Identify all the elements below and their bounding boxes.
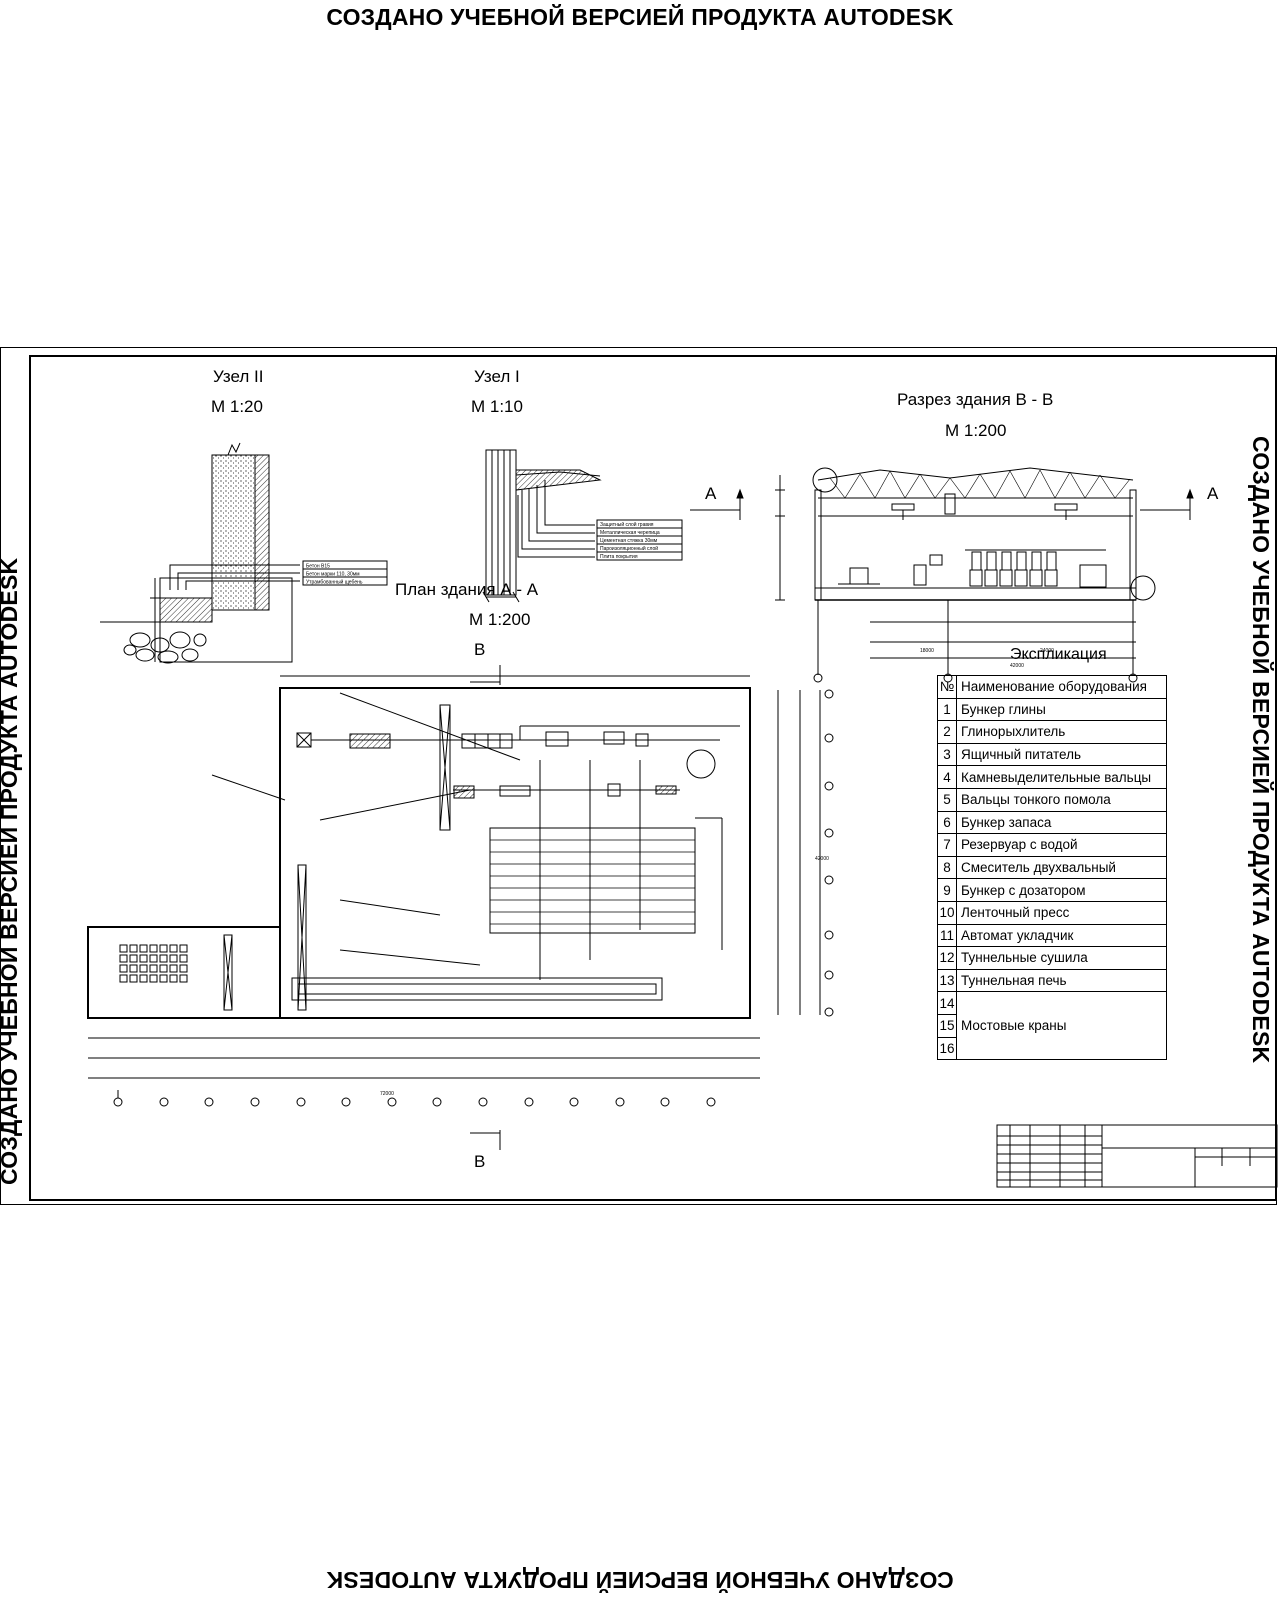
plan-scale: М 1:200 — [469, 610, 531, 629]
row-num: 2 — [937, 720, 957, 744]
node1-detail: Защитный слой гравия Металлическая череп… — [482, 449, 683, 603]
row-num: 14 — [937, 991, 957, 1015]
row-num: 1 — [937, 697, 957, 722]
cut-mark-a-left: А — [705, 484, 717, 503]
svg-text:Плита покрытия: Плита покрытия — [600, 554, 638, 560]
row-name: Смеситель двухвальный — [956, 855, 1167, 880]
header-num: № — [937, 675, 957, 699]
section-dim-left: 18000 — [920, 648, 934, 654]
section-dim-overall: 42000 — [1010, 663, 1024, 669]
plan-aa: 72000 42000 — [87, 665, 834, 1150]
plan-dim-overall: 72000 — [380, 1091, 394, 1097]
row-num: 8 — [937, 855, 957, 880]
row-num: 12 — [937, 946, 957, 970]
plan-title: План здания А - А — [395, 580, 539, 599]
row-num: 3 — [937, 742, 957, 767]
row-name: Камневыделительные вальцы — [956, 765, 1167, 789]
row-name-merged: Мостовые краны — [956, 991, 1167, 1061]
cut-mark-b-bottom: В — [474, 1152, 486, 1171]
watermark-top: СОЗДАНО УЧЕБНОЙ ВЕРСИЕЙ ПРОДУКТА AUTODES… — [326, 4, 954, 30]
node2-detail: Бетон В15 Бетон марки 110, 30мм Утрамбов… — [100, 442, 388, 664]
row-name: Вальцы тонкого помола — [956, 787, 1167, 812]
section-scale: М 1:200 — [945, 421, 1007, 440]
svg-text:Пароизоляционный слой: Пароизоляционный слой — [600, 545, 658, 552]
explication-header: № Наименование оборудования — [937, 675, 1167, 699]
row-num: 5 — [937, 787, 957, 812]
row-name: Бункер с дозатором — [956, 878, 1167, 902]
node2-scale: М 1:20 — [211, 397, 263, 416]
row-name: Туннельные сушила — [956, 946, 1167, 970]
explication-title: Экспликация — [1010, 646, 1107, 663]
node1-title: Узел I — [474, 367, 520, 386]
row-num: 9 — [937, 878, 957, 902]
table-row: 16 — [937, 1036, 1167, 1061]
row-name: Туннельная печь — [956, 968, 1167, 993]
row-name: Бункер запаса — [956, 810, 1167, 835]
row-num: 10 — [937, 900, 957, 925]
section-dim-right: 24000 — [1040, 648, 1054, 654]
row-num: 7 — [937, 833, 957, 857]
table-row: 14 Мостовые краны — [937, 991, 1167, 1061]
row-name: Бункер глины — [956, 697, 1167, 722]
svg-text:Металлическая черепица: Металлическая черепица — [600, 530, 660, 536]
plan-dim-height: 42000 — [815, 856, 829, 862]
row-name: Резервуар с водой — [956, 833, 1167, 857]
row-name: Ленточный пресс — [956, 900, 1167, 925]
cut-mark-b-top: В — [474, 640, 486, 659]
title-block — [996, 1124, 1278, 1188]
table-row: 15 — [937, 1013, 1167, 1038]
row-num: 13 — [937, 968, 957, 993]
svg-text:Утрамбованный щебень: Утрамбованный щебень — [306, 579, 363, 586]
row-num: 4 — [937, 765, 957, 789]
svg-text:Бетон В15: Бетон В15 — [306, 564, 330, 570]
row-name: Глинорыхлитель — [956, 720, 1167, 744]
header-name: Наименование оборудования — [956, 675, 1167, 699]
row-name: Автомат укладчик — [956, 923, 1167, 948]
svg-text:Бетон марки 110, 30мм: Бетон марки 110, 30мм — [306, 572, 360, 578]
drawing-frame — [29, 355, 1277, 1201]
row-num: 15 — [937, 1013, 957, 1038]
svg-text:Защитный слой гравия: Защитный слой гравия — [600, 521, 654, 528]
row-name: Ящичный питатель — [956, 742, 1167, 767]
row-num: 11 — [937, 923, 957, 948]
cut-mark-a-right: А — [1207, 484, 1219, 503]
svg-text:Цементная стяжка 30мм: Цементная стяжка 30мм — [600, 538, 658, 544]
node2-title: Узел II — [213, 367, 264, 386]
section-title: Разрез здания В - В — [897, 390, 1054, 409]
section-bb: 18000 24000 42000 — [690, 467, 1194, 683]
node1-scale: М 1:10 — [471, 397, 523, 416]
row-num: 6 — [937, 810, 957, 835]
row-num: 16 — [937, 1036, 957, 1061]
